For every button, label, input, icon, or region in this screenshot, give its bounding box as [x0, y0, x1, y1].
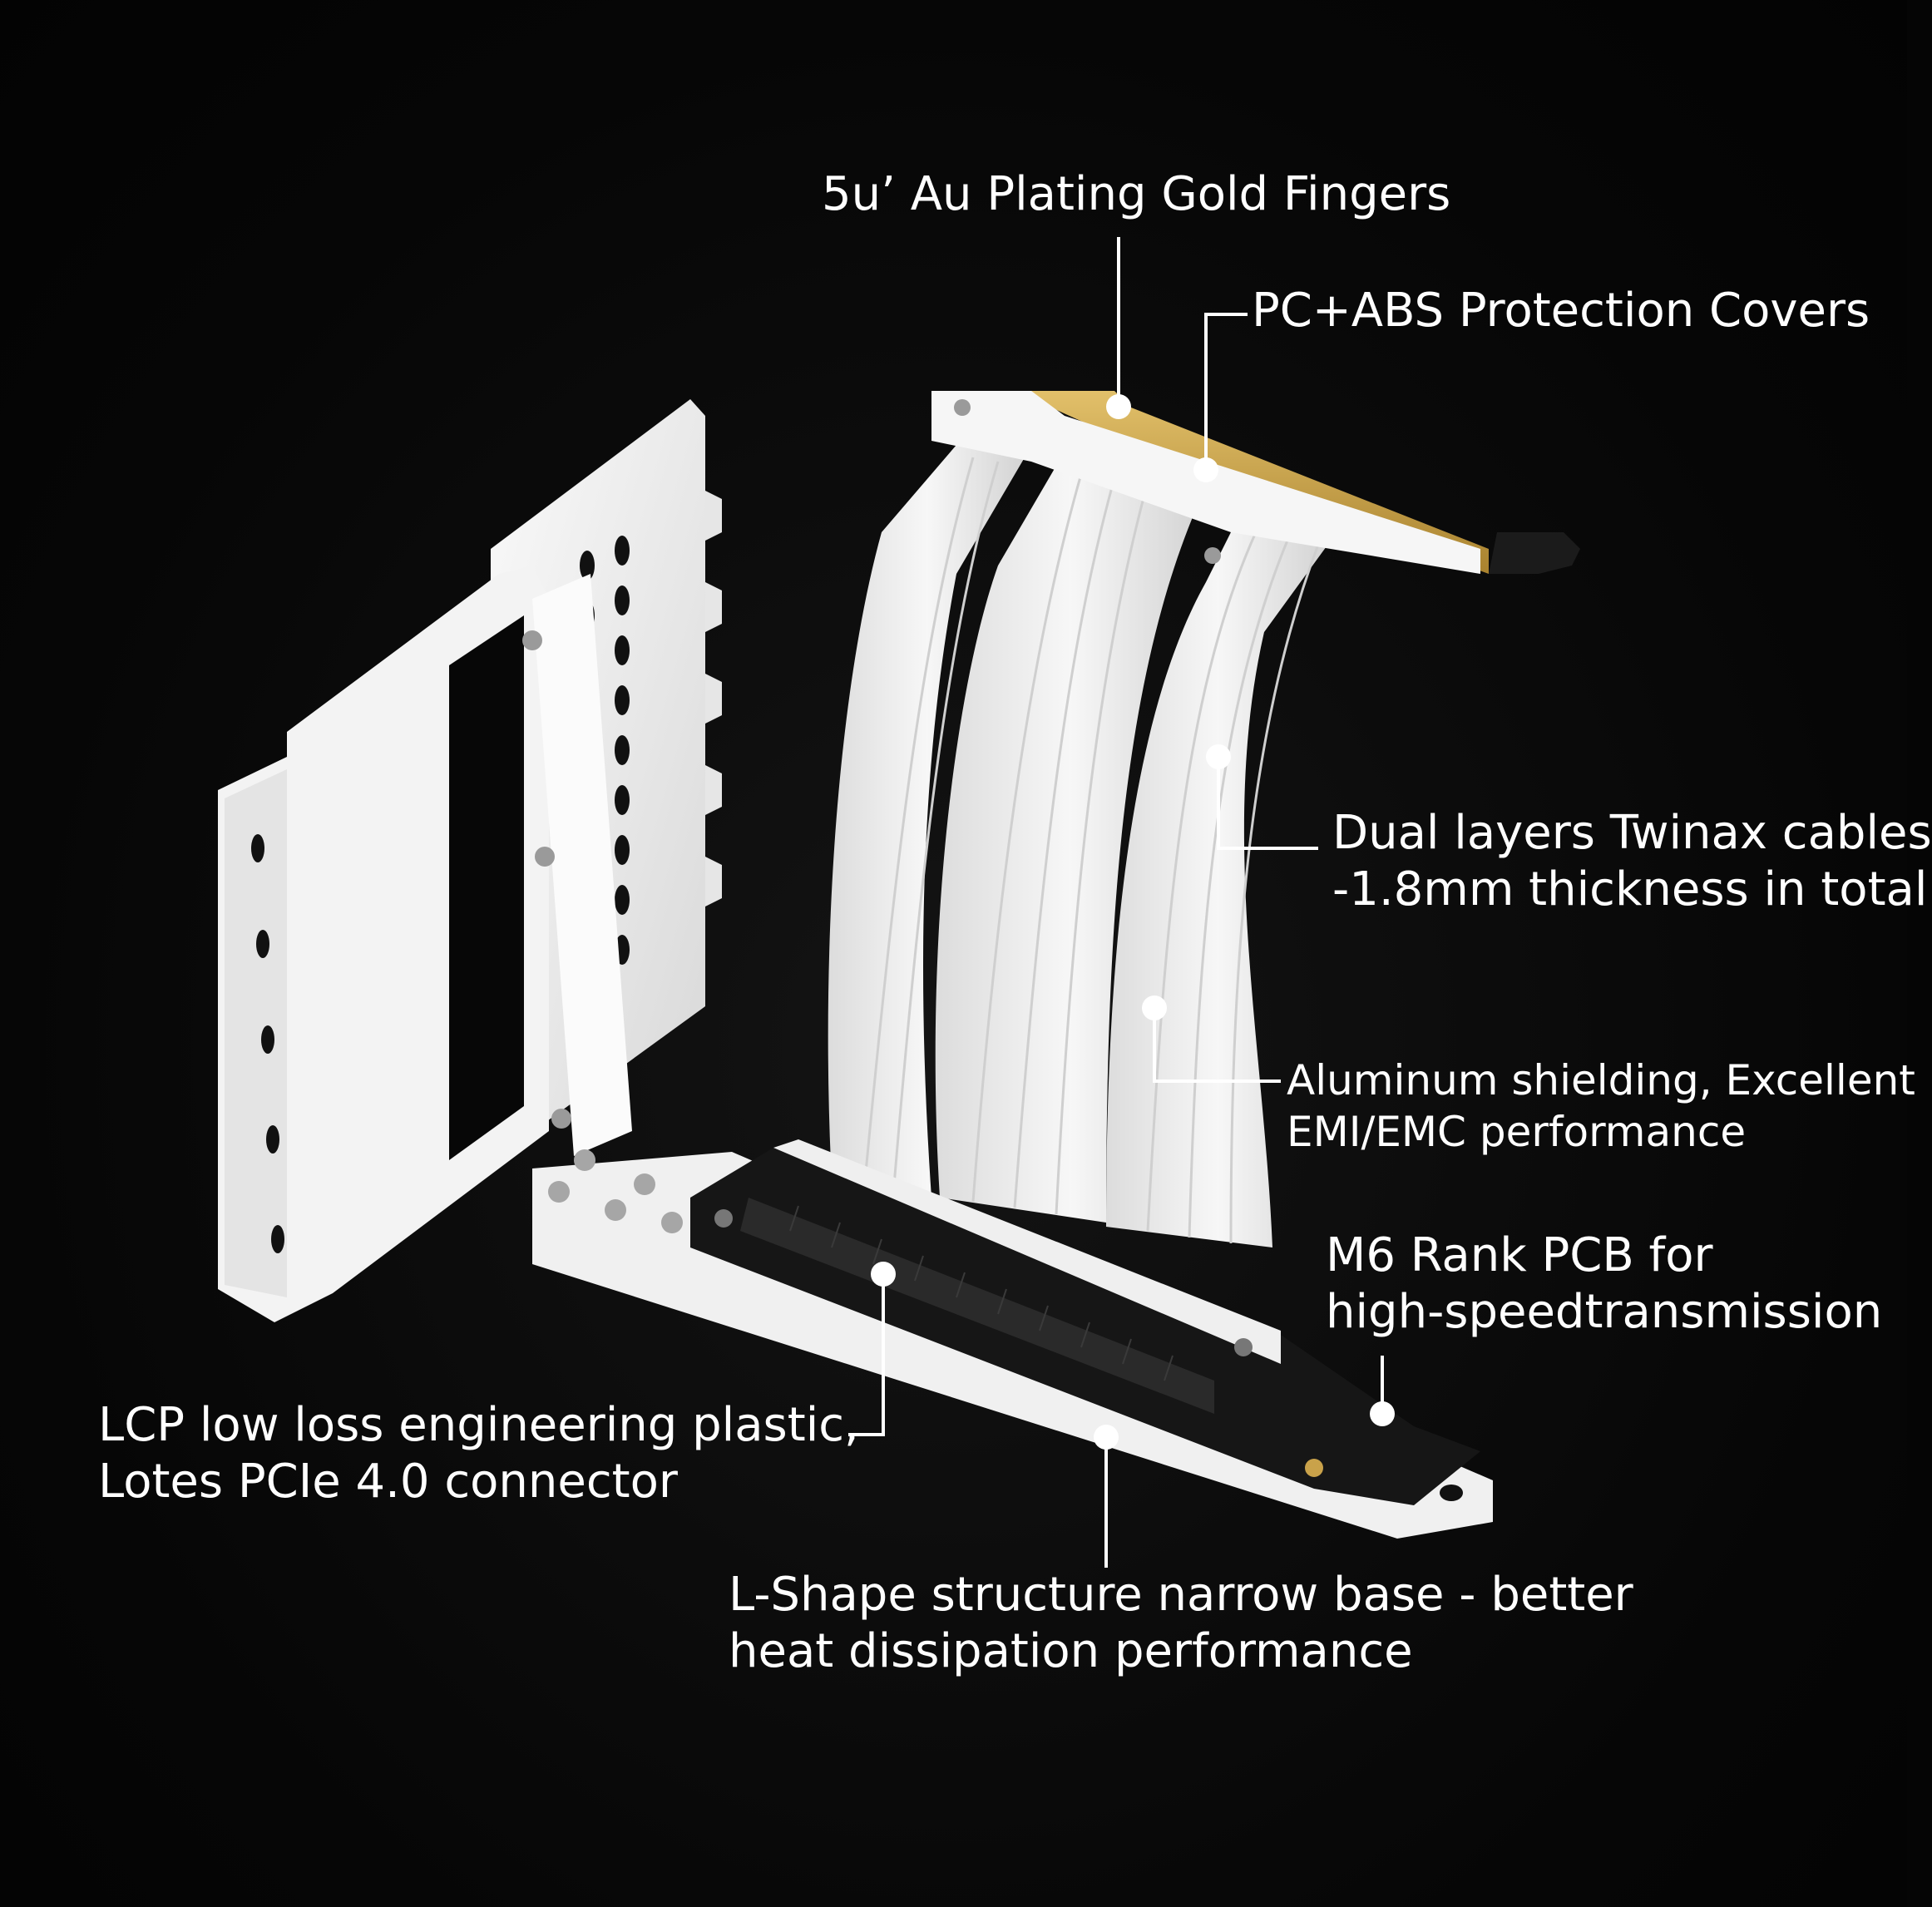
- callout-aluminum-line2: EMI/EMC performance: [1287, 1108, 1747, 1156]
- callout-gold-fingers: 5u’ Au Plating Gold Fingers: [822, 166, 1450, 223]
- callout-pcb-line1: M6 Rank PCB for: [1326, 1228, 1713, 1282]
- callout-twinax-line1: Dual layers Twinax cables: [1332, 806, 1932, 860]
- callout-lshape-line2: heat dissipation performance: [729, 1624, 1413, 1678]
- callout-aluminum-shielding: Aluminum shielding, Excellent EMI/EMC pe…: [1287, 1055, 1915, 1158]
- front-frame: [218, 566, 632, 1322]
- callout-protection-covers: PC+ABS Protection Covers: [1252, 283, 1870, 339]
- bottom-connector: [690, 1139, 1480, 1505]
- callout-lcp-line2: Lotes PCIe 4.0 connector: [98, 1455, 678, 1509]
- callout-protection-covers-text: PC+ABS Protection Covers: [1252, 284, 1870, 338]
- callout-l-shape-structure: L-Shape structure narrow base - better h…: [729, 1567, 1633, 1680]
- callout-gold-fingers-text: 5u’ Au Plating Gold Fingers: [822, 167, 1451, 221]
- callout-twinax-cables: Dual layers Twinax cables -1.8mm thickne…: [1332, 805, 1932, 918]
- callout-aluminum-line1: Aluminum shielding, Excellent: [1287, 1056, 1915, 1104]
- callout-lcp-line1: LCP low loss engineering plastic,: [98, 1398, 859, 1452]
- callout-lcp-connector: LCP low loss engineering plastic, Lotes …: [98, 1397, 859, 1510]
- callout-lshape-line1: L-Shape structure narrow base - better: [729, 1568, 1633, 1622]
- twinax-cables: [828, 445, 1331, 1247]
- callout-pcb: M6 Rank PCB for high-speedtransmission: [1326, 1228, 1882, 1341]
- callout-twinax-line2: -1.8mm thickness in total: [1332, 862, 1928, 916]
- callout-pcb-line2: high-speedtransmission: [1326, 1285, 1883, 1339]
